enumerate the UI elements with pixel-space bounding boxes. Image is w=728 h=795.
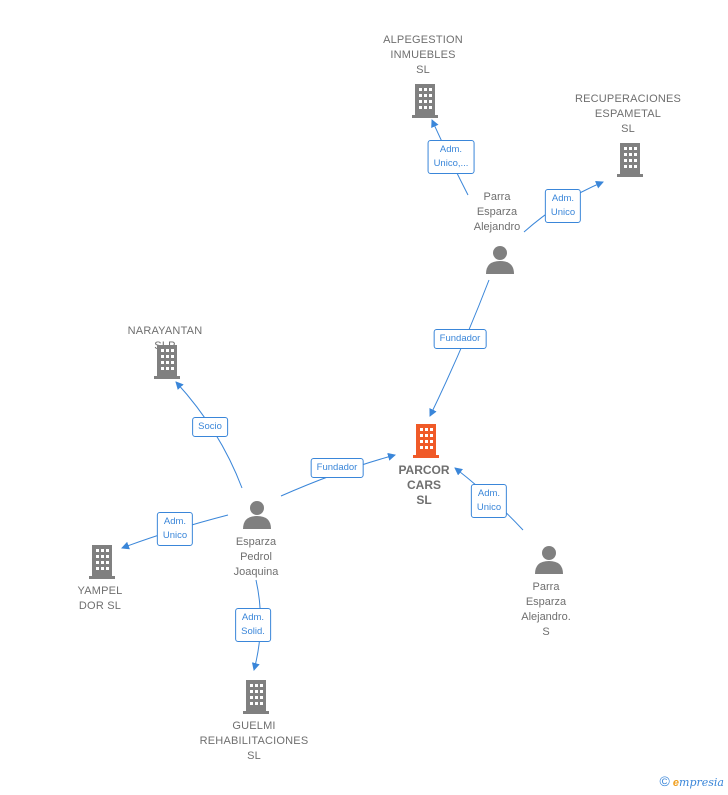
node-label: Esparza Pedrol Joaquina <box>233 536 279 578</box>
edge-label-alpegestion[interactable]: Adm. Unico,... <box>427 140 475 174</box>
node-label: RECUPERACIONES ESPAMETAL SL <box>574 93 682 135</box>
edge-label-socio[interactable]: Socio <box>192 417 228 437</box>
edge-label-guelmi[interactable]: Adm. Solid. <box>235 608 271 642</box>
edge-label-fundador-esparza[interactable]: Fundador <box>310 458 364 478</box>
building-icon <box>617 143 643 177</box>
building-icon <box>89 545 115 579</box>
person-icon <box>535 546 563 574</box>
building-icon <box>413 424 439 458</box>
brand-name: mpresia <box>679 776 724 789</box>
edge-label-adm-parcor[interactable]: Adm. Unico <box>470 484 508 518</box>
person-icon <box>486 246 514 274</box>
edge-label-fundador-parra[interactable]: Fundador <box>433 329 487 349</box>
person-icon <box>243 501 271 529</box>
node-label: ALPEGESTION INMUEBLES SL <box>383 34 463 76</box>
brand-initial: e <box>672 777 680 789</box>
edge-label-recuperaciones[interactable]: Adm. Unico <box>544 189 582 223</box>
node-label: Parra Esparza Alejandro. S <box>521 581 571 638</box>
building-icon <box>412 84 438 118</box>
node-label: Parra Esparza Alejandro <box>473 191 521 233</box>
node-label: GUELMI REHABILITACIONES SL <box>199 720 309 762</box>
building-icon <box>154 345 180 379</box>
node-label: PARCOR CARS SL <box>398 463 450 507</box>
building-icon <box>243 680 269 714</box>
edge-label-yampel[interactable]: Adm. Unico <box>156 512 194 546</box>
node-label: YAMPEL DOR SL <box>77 585 123 612</box>
copyright-icon: © <box>659 773 670 789</box>
footer-brand: © empresia <box>660 773 724 789</box>
